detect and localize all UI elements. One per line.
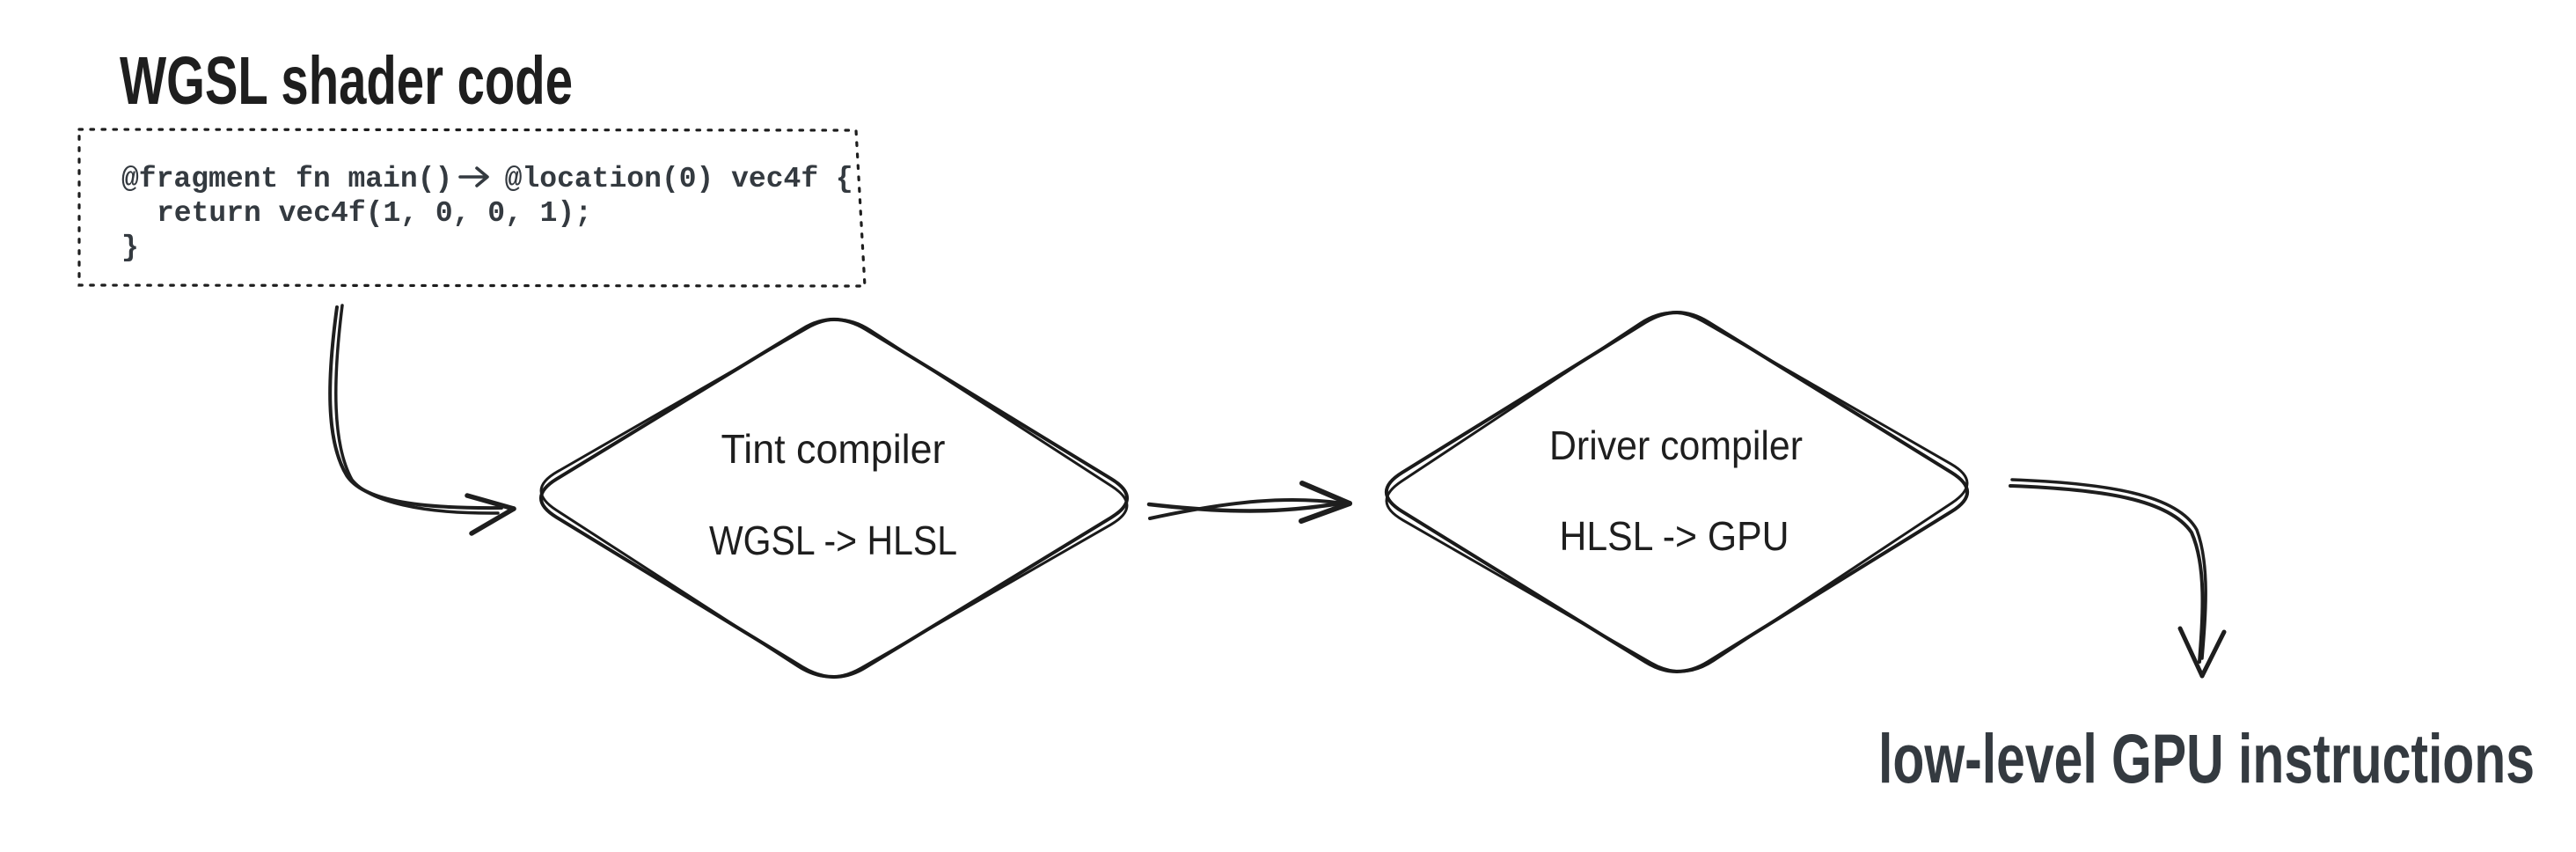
svg-text:WGSL shader code: WGSL shader code (120, 43, 573, 119)
svg-text:}: } (121, 231, 139, 264)
svg-text:HLSL -> GPU: HLSL -> GPU (1560, 513, 1789, 559)
svg-text:Driver compiler: Driver compiler (1549, 422, 1803, 468)
svg-text:low-level GPU instructions: low-level GPU instructions (1878, 719, 2535, 797)
svg-text:return vec4f(1, 0, 0, 1);: return vec4f(1, 0, 0, 1); (157, 197, 592, 230)
svg-text:Tint compiler: Tint compiler (721, 426, 946, 472)
svg-text:WGSL -> HLSL: WGSL -> HLSL (709, 518, 957, 563)
svg-text:@fragment fn main() @locatio: @fragment fn main() @location(0) vec4f { (121, 163, 853, 195)
